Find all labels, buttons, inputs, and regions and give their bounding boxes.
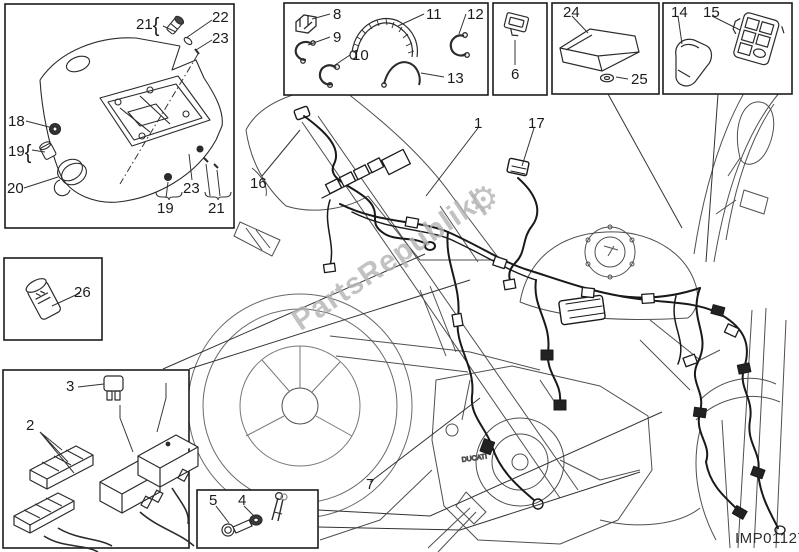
callout-leader-lines (23, 13, 741, 531)
callout-26: 26 (74, 284, 91, 301)
callout-5: 5 (209, 492, 218, 509)
callout-label: 21 (136, 16, 153, 33)
callout-2: 2 (26, 417, 35, 434)
callout-11: 11 (426, 6, 442, 23)
tail-section-drawing (39, 15, 223, 203)
callout-22: 22 (212, 9, 229, 26)
callout-label: 19 (8, 143, 25, 160)
callout-10: 10 (352, 47, 369, 64)
callout-20: 20 (7, 180, 24, 197)
clips-drawing (294, 14, 470, 89)
inset-box-tail-section (4, 3, 235, 229)
ecu-drawing (559, 28, 640, 83)
callout-24: 24 (563, 4, 580, 21)
drawing-code: IMP01127 (735, 530, 799, 547)
callout-9: 9 (333, 29, 342, 46)
inset-box-fuses (2, 369, 190, 549)
wiring-harness-art (293, 105, 786, 535)
callout-17: 17 (528, 115, 545, 132)
callout-25: 25 (631, 71, 648, 88)
callout-3: 3 (66, 378, 75, 395)
brace-glyph: { (152, 15, 160, 37)
engine-badge-text: DUCATI (461, 453, 487, 463)
relay26-drawing (25, 278, 62, 320)
callout-1: 1 (474, 115, 483, 132)
callout-6: 6 (511, 66, 520, 83)
callout-18: 18 (8, 113, 25, 130)
callout-12: 12 (467, 6, 484, 23)
callout-19-tail-bottom: 19 (157, 200, 174, 217)
callout-8: 8 (333, 6, 342, 23)
bolt-drawing (221, 492, 288, 537)
switch-drawing (675, 12, 785, 87)
callout-21-tail-top: 21{ (136, 16, 159, 36)
callout-15: 15 (703, 4, 720, 21)
watermark-gear-icon: ⚙ (468, 181, 499, 219)
callout-21-tail-bottom: 21 (208, 200, 225, 217)
brace-glyph: { (24, 142, 32, 164)
callout-23-tail-top: 23 (212, 30, 229, 47)
callout-16: 16 (250, 175, 267, 192)
callout-7: 7 (366, 476, 375, 493)
callout-14: 14 (671, 4, 688, 21)
callout-23-tail-bottom: 23 (183, 180, 200, 197)
callout-19-tail-left: 19{ (8, 143, 31, 163)
fuse-relay-drawing (13, 375, 199, 552)
callout-4: 4 (238, 492, 247, 509)
callout-13: 13 (447, 70, 464, 87)
part6-drawing (503, 12, 530, 37)
